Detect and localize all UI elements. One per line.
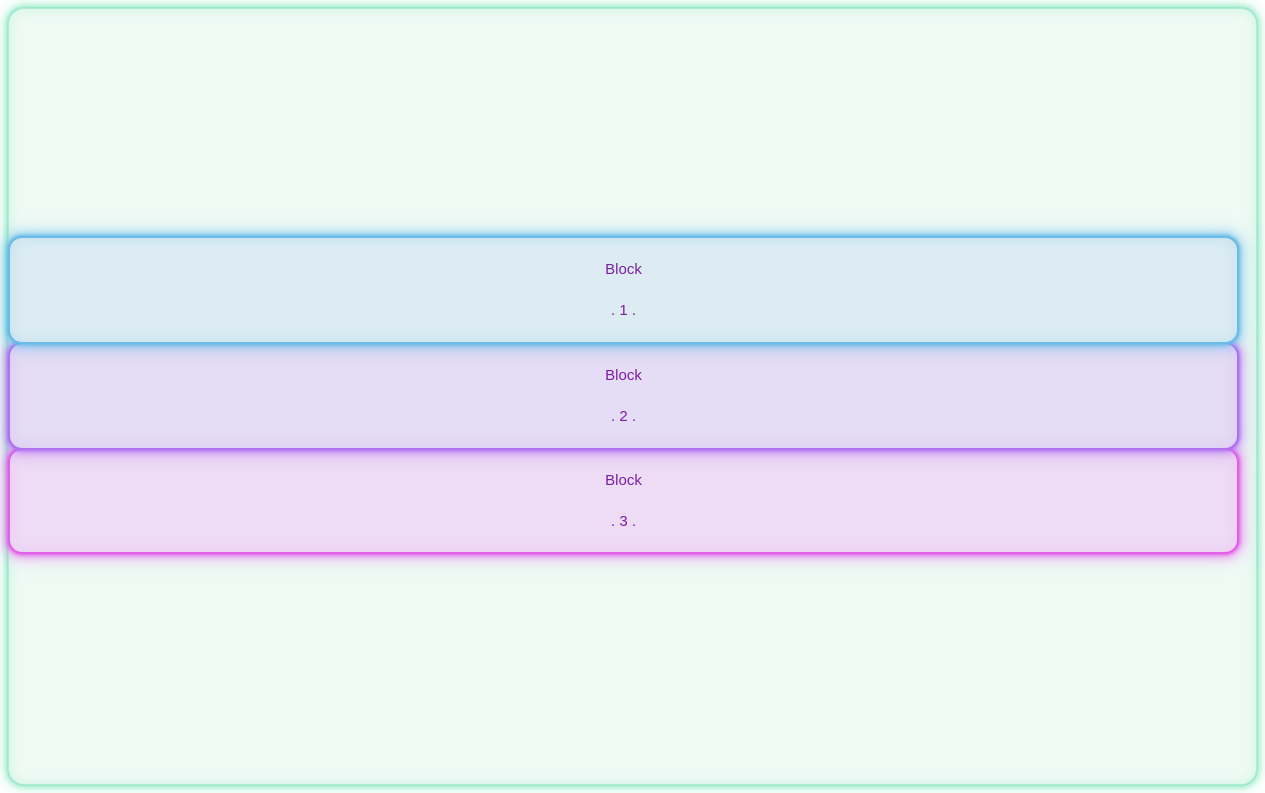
block-item-1[interactable]: Block . 1 . xyxy=(8,236,1239,344)
block-index-label: . 3 . xyxy=(610,513,636,530)
block-title: Block xyxy=(605,260,642,278)
block-title: Block xyxy=(605,366,642,384)
outer-container: Block . 1 . Block . 2 . Block . 3 . xyxy=(8,8,1257,785)
block-index-label: . 1 . xyxy=(610,302,636,319)
block-item-2[interactable]: Block . 2 . xyxy=(8,342,1239,450)
block-index-label: . 2 . xyxy=(610,408,636,425)
block-title: Block xyxy=(605,471,642,489)
block-item-3[interactable]: Block . 3 . xyxy=(8,448,1239,554)
block-stack: Block . 1 . Block . 2 . Block . 3 . xyxy=(8,236,1239,554)
